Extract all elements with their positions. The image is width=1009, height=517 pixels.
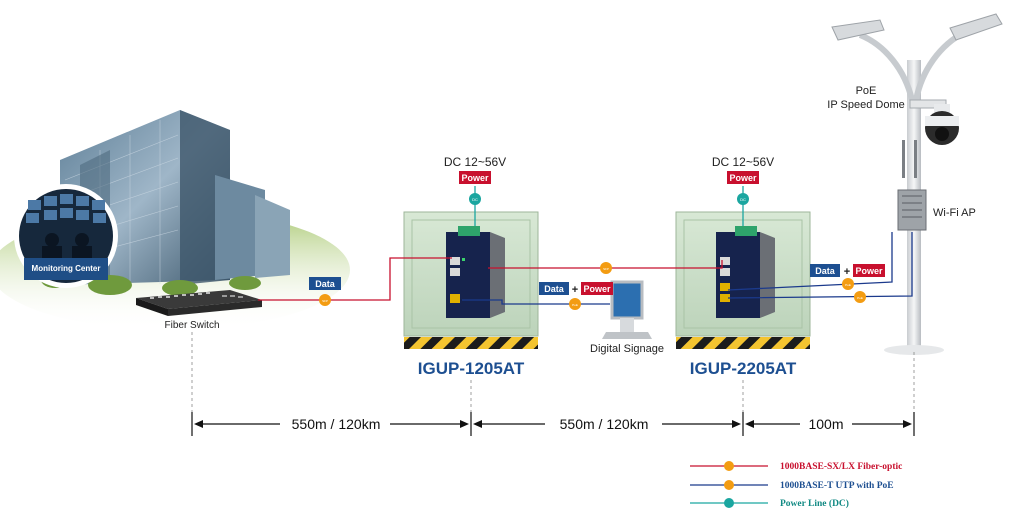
svg-text:+: +: [844, 266, 850, 278]
svg-text:+: +: [572, 284, 578, 296]
svg-text:Power: Power: [855, 266, 883, 276]
svg-text:DC: DC: [472, 197, 478, 202]
street-light-pole: [831, 13, 1003, 355]
igup-1205at-device: [446, 226, 505, 318]
dc-marker: DC: [469, 193, 481, 205]
sfp-marker: SFP: [319, 294, 331, 306]
fiber-switch-icon: [136, 290, 262, 316]
monitoring-center-icon: [14, 184, 118, 288]
power-badge-signage: [581, 282, 613, 295]
wifi-ap-icon: [897, 140, 927, 231]
sfp-marker: SFP: [600, 262, 612, 274]
dc-voltage-label-right: DC 12~56V: [712, 155, 774, 169]
svg-text:PoE: PoE: [572, 303, 578, 307]
monitoring-center-label: Monitoring Center: [32, 264, 101, 273]
legend-utp-label: 1000BASE-T UTP with PoE: [780, 481, 894, 491]
dc-voltage-label-left: DC 12~56V: [444, 155, 506, 169]
ptz-camera-icon: [909, 99, 959, 145]
utp-cable: [462, 232, 913, 305]
legend-fiber-label: 1000BASE-SX/LX Fiber-optic: [780, 462, 902, 472]
svg-text:Data: Data: [315, 279, 336, 289]
wifi-ap-label: Wi-Fi AP: [933, 207, 976, 219]
data-badge-signage: [539, 282, 569, 295]
distance-segment-3: 100m: [808, 416, 843, 432]
digital-signage-label: Digital Signage: [590, 343, 664, 355]
power-badge-pole: [853, 264, 885, 277]
digital-signage-kiosk: [602, 280, 652, 339]
product-name-igup-2205at: IGUP-2205AT: [690, 359, 797, 378]
product-name-igup-1205at: IGUP-1205AT: [418, 359, 525, 378]
svg-text:Power: Power: [461, 173, 489, 183]
poe-camera-label-line1: PoE: [856, 85, 877, 97]
poe-marker: PoE: [842, 278, 854, 290]
legend-power-label: Power Line (DC): [780, 498, 849, 509]
poe-marker: PoE: [854, 291, 866, 303]
svg-text:Data: Data: [544, 284, 565, 294]
svg-text:Power: Power: [583, 284, 611, 294]
dc-marker: DC: [737, 193, 749, 205]
poe-marker: PoE: [569, 298, 581, 310]
data-badge-pole: [810, 264, 840, 277]
power-line: [474, 186, 744, 226]
fiber-switch-label: Fiber Switch: [164, 320, 219, 331]
svg-text:PoE: PoE: [857, 296, 863, 300]
svg-text:PoE: PoE: [845, 283, 851, 287]
poe-camera-label-line2: IP Speed Dome: [827, 99, 904, 111]
svg-text:DC: DC: [740, 197, 746, 202]
svg-text:Power: Power: [729, 173, 757, 183]
distance-arrows: [191, 412, 915, 436]
legend: [690, 461, 768, 508]
svg-text:SFP: SFP: [603, 267, 609, 271]
data-badge-fiber: [309, 277, 341, 290]
power-badge-left: [459, 171, 491, 184]
distance-segment-2: 550m / 120km: [560, 416, 649, 432]
svg-text:SFP: SFP: [322, 299, 328, 303]
svg-text:Data: Data: [815, 266, 836, 276]
distance-segment-1: 550m / 120km: [292, 416, 381, 432]
power-badge-right: [727, 171, 759, 184]
igup-2205at-device: [716, 226, 775, 318]
